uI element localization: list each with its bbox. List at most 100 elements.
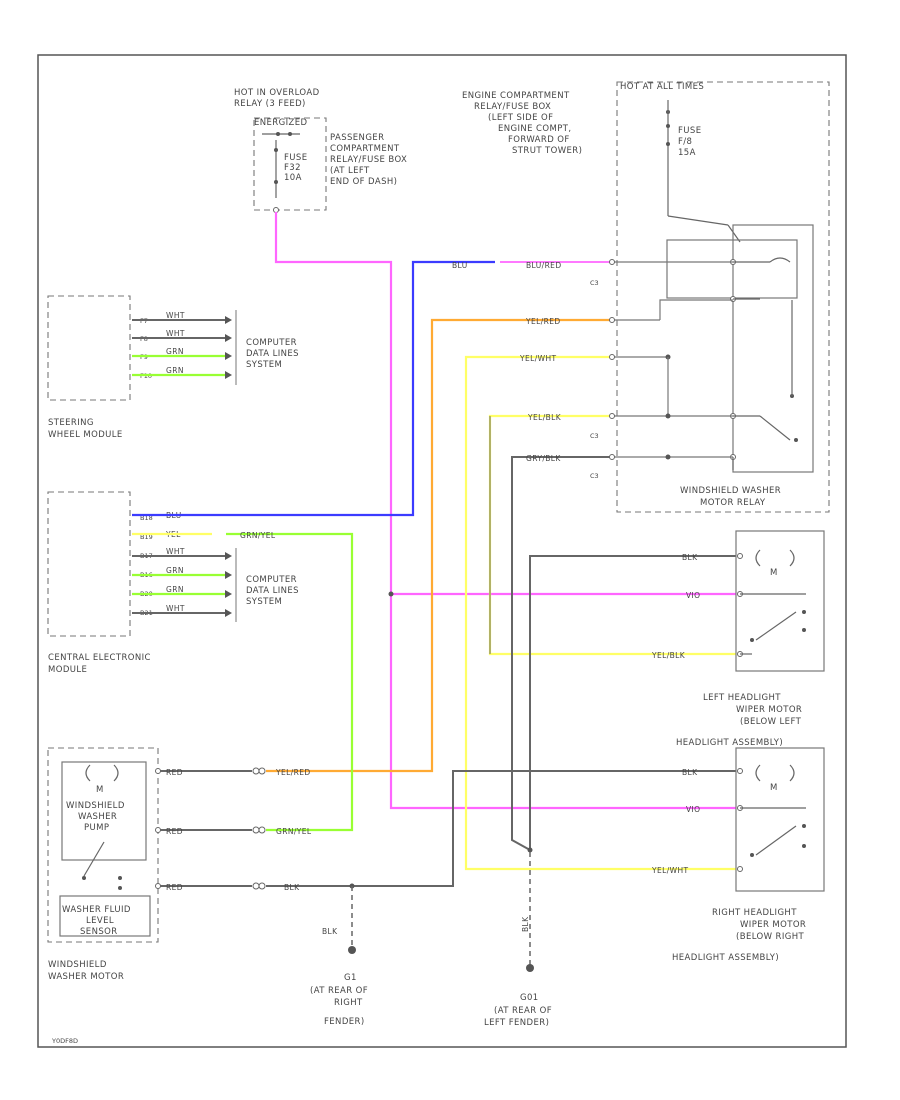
svg-text:WINDSHIELD: WINDSHIELD	[66, 801, 125, 811]
steering-wheel-module: STEERING WHEEL MODULE F7 F8 F9 F10 WHT W…	[47, 295, 299, 440]
svg-text:STRUT TOWER): STRUT TOWER)	[512, 146, 582, 156]
svg-text:SYSTEM: SYSTEM	[246, 597, 282, 607]
svg-text:END OF DASH): END OF DASH)	[330, 177, 397, 187]
svg-text:YEL/RED: YEL/RED	[525, 317, 561, 326]
svg-text:WASHER FLUID: WASHER FLUID	[62, 905, 131, 915]
svg-text:(BELOW LEFT: (BELOW LEFT	[740, 717, 802, 727]
svg-text:DATA LINES: DATA LINES	[246, 586, 299, 596]
svg-text:HEADLIGHT ASSEMBLY): HEADLIGHT ASSEMBLY)	[672, 953, 779, 963]
svg-text:HOT AT ALL TIMES: HOT AT ALL TIMES	[620, 82, 704, 92]
svg-text:HOT IN OVERLOAD: HOT IN OVERLOAD	[234, 88, 320, 98]
svg-text:FUSE: FUSE	[284, 153, 307, 163]
svg-text:RED: RED	[166, 827, 183, 836]
svg-text:YEL/WHT: YEL/WHT	[519, 354, 556, 363]
svg-text:FUSE: FUSE	[678, 126, 701, 136]
ground-g2: BLK G01 (AT REAR OF LEFT FENDER)	[484, 847, 552, 1028]
svg-text:B18: B18	[140, 514, 153, 522]
svg-text:C3: C3	[590, 472, 599, 480]
svg-text:GRN: GRN	[166, 366, 184, 375]
svg-text:BLK: BLK	[322, 927, 338, 936]
svg-text:BLK: BLK	[521, 916, 530, 932]
svg-text:YEL/BLK: YEL/BLK	[527, 413, 562, 422]
svg-text:YEL/BLK: YEL/BLK	[651, 651, 686, 660]
svg-text:LEFT HEADLIGHT: LEFT HEADLIGHT	[703, 693, 781, 703]
svg-text:GRY/BLK: GRY/BLK	[526, 454, 561, 463]
washer-motor-relay: WINDSHIELD WASHER MOTOR RELAY	[666, 224, 814, 508]
svg-text:RELAY (3 FEED): RELAY (3 FEED)	[234, 99, 306, 109]
svg-text:G1: G1	[344, 973, 357, 983]
svg-text:YEL/RED: YEL/RED	[275, 768, 311, 777]
svg-text:WINDSHIELD: WINDSHIELD	[48, 960, 107, 970]
svg-text:LEFT FENDER): LEFT FENDER)	[484, 1018, 549, 1028]
svg-text:ENGINE COMPARTMENT: ENGINE COMPARTMENT	[462, 91, 570, 101]
svg-text:(BELOW RIGHT: (BELOW RIGHT	[736, 932, 805, 942]
wire-labels: BLU BLU/RED YEL/RED YEL/WHT YEL/BLK GRY/…	[240, 261, 700, 892]
diagram-frame	[37, 54, 847, 1048]
svg-text:FENDER): FENDER)	[324, 1017, 365, 1027]
svg-text:RELAY/FUSE BOX: RELAY/FUSE BOX	[474, 102, 551, 112]
svg-text:RED: RED	[166, 768, 183, 777]
svg-text:(LEFT SIDE OF: (LEFT SIDE OF	[488, 113, 553, 123]
svg-text:BLK: BLK	[284, 883, 300, 892]
svg-text:(AT REAR OF: (AT REAR OF	[310, 986, 368, 996]
svg-text:F32: F32	[284, 163, 301, 173]
svg-text:WHT: WHT	[166, 604, 185, 613]
svg-text:PASSENGER: PASSENGER	[330, 133, 384, 143]
svg-text:10A: 10A	[284, 173, 302, 183]
svg-text:FORWARD OF: FORWARD OF	[508, 135, 570, 145]
svg-text:WHT: WHT	[166, 311, 185, 320]
windshield-washer-motor: M WINDSHIELD WASHER PUMP WASHER FLUID LE…	[47, 747, 266, 982]
wire-runs	[132, 212, 736, 887]
svg-text:F/8: F/8	[678, 137, 692, 147]
svg-text:WHT: WHT	[166, 329, 185, 338]
svg-text:GRN: GRN	[166, 347, 184, 356]
svg-text:DATA LINES: DATA LINES	[246, 349, 299, 359]
connector-c3: C3 C3 C3	[590, 259, 615, 480]
svg-text:BLU/RED: BLU/RED	[526, 261, 562, 270]
passenger-fuse-box: HOT IN OVERLOAD RELAY (3 FEED) ENERGIZED…	[234, 88, 407, 213]
svg-text:RIGHT HEADLIGHT: RIGHT HEADLIGHT	[712, 908, 797, 918]
svg-text:GRN/YEL: GRN/YEL	[240, 531, 276, 540]
svg-text:GRN: GRN	[166, 566, 184, 575]
svg-text:C3: C3	[590, 432, 599, 440]
svg-text:CENTRAL ELECTRONIC: CENTRAL ELECTRONIC	[48, 653, 151, 663]
svg-text:WASHER MOTOR: WASHER MOTOR	[48, 972, 124, 982]
svg-text:SYSTEM: SYSTEM	[246, 360, 282, 370]
svg-text:VIO: VIO	[686, 805, 700, 814]
svg-text:PUMP: PUMP	[84, 823, 109, 833]
svg-text:YEL/WHT: YEL/WHT	[651, 866, 688, 875]
svg-text:GRN/YEL: GRN/YEL	[276, 827, 312, 836]
svg-text:15A: 15A	[678, 148, 696, 158]
ground-g1: BLK G1 (AT REAR OF RIGHT FENDER)	[310, 883, 368, 1027]
engine-fuse-box: ENGINE COMPARTMENT RELAY/FUSE BOX (LEFT …	[462, 81, 830, 513]
svg-text:WIPER MOTOR: WIPER MOTOR	[736, 705, 802, 715]
svg-text:G01: G01	[520, 993, 539, 1003]
svg-text:STEERING: STEERING	[48, 418, 94, 428]
page-tag: Y0DF8D	[51, 1037, 78, 1045]
svg-text:MODULE: MODULE	[48, 665, 87, 675]
svg-text:BLU: BLU	[452, 261, 468, 270]
svg-text:COMPUTER: COMPUTER	[246, 575, 297, 585]
svg-text:ENERGIZED: ENERGIZED	[254, 118, 307, 128]
svg-text:ENGINE COMPT,: ENGINE COMPT,	[498, 124, 571, 134]
svg-text:VIO: VIO	[686, 591, 700, 600]
svg-text:WIPER MOTOR: WIPER MOTOR	[740, 920, 806, 930]
svg-text:M: M	[96, 785, 104, 795]
central-electronic-module: CENTRAL ELECTRONIC MODULE B18 B19 B17 B1…	[47, 491, 299, 675]
svg-text:GRN: GRN	[166, 585, 184, 594]
svg-text:B19: B19	[140, 533, 153, 541]
right-headlight-wiper-motor: M RIGHT HEADLIGHT WIPER MOTOR (BELOW RIG…	[672, 747, 825, 963]
svg-text:RED: RED	[166, 883, 183, 892]
svg-text:WASHER: WASHER	[78, 812, 117, 822]
svg-text:(AT LEFT: (AT LEFT	[330, 166, 370, 176]
svg-text:WINDSHIELD WASHER: WINDSHIELD WASHER	[680, 486, 781, 496]
svg-text:LEVEL: LEVEL	[86, 916, 114, 926]
svg-text:SENSOR: SENSOR	[80, 927, 118, 937]
svg-text:WHT: WHT	[166, 547, 185, 556]
svg-text:M: M	[770, 783, 778, 793]
svg-text:BLK: BLK	[682, 768, 698, 777]
svg-text:BLK: BLK	[682, 553, 698, 562]
left-headlight-wiper-motor: M LEFT HEADLIGHT WIPER MOTOR (BELOW LEFT…	[676, 530, 825, 748]
svg-text:RIGHT: RIGHT	[334, 998, 363, 1008]
